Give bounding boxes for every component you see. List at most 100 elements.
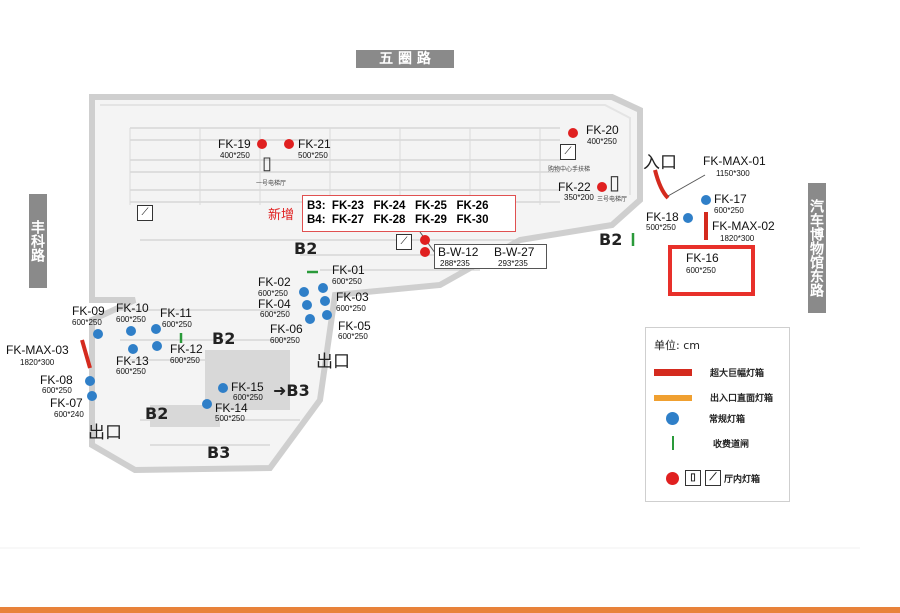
elevator-icon: ▯ <box>262 153 272 173</box>
new-label: 新增 <box>268 208 295 223</box>
fk-10-code: FK-10 <box>116 301 149 315</box>
fk-14-code: FK-14 <box>215 401 248 415</box>
fk-11-size: 600*250 <box>162 320 192 329</box>
footer-bar <box>0 607 900 613</box>
legend-regular-swatch <box>666 412 679 425</box>
fk-09-marker <box>93 329 103 339</box>
fk-04-code: FK-04 <box>258 297 291 311</box>
entrance-label: 入口 <box>643 153 677 173</box>
fk-01-marker <box>318 283 328 293</box>
fk-17-code: FK-17 <box>714 192 747 206</box>
legend-regular-label: 常规灯箱 <box>709 414 746 424</box>
fk-max-02-size: 1820*300 <box>720 234 755 243</box>
fk-21-marker <box>284 139 294 149</box>
fk-13-code: FK-13 <box>116 354 149 368</box>
elevator3-label: 三号电梯厅 <box>597 197 628 203</box>
fk-08-size: 600*250 <box>42 386 72 395</box>
fk-20-size: 400*250 <box>587 137 617 146</box>
bw-27-marker <box>420 247 430 257</box>
fk-20-marker <box>568 128 578 138</box>
legend-gate-label: 收费道闸 <box>713 438 750 449</box>
fk-12-size: 600*250 <box>170 356 200 365</box>
elevator-legend-icon: ▯ <box>685 470 701 486</box>
elevator-icon-2: ▯ <box>609 172 621 194</box>
fk-15-size: 600*250 <box>233 393 263 402</box>
fk-11-marker <box>151 324 161 334</box>
legend-max: 超大巨幅灯箱 <box>654 366 764 379</box>
fk-19-size: 400*250 <box>220 151 250 160</box>
fk-07-code: FK-07 <box>50 396 83 410</box>
fk-11-code: FK-11 <box>160 306 192 320</box>
fk-16-highlight <box>668 245 755 296</box>
road-north: 五 圈 路 <box>356 50 454 68</box>
fk-01-size: 600*250 <box>332 277 362 286</box>
fk-10-size: 600*250 <box>116 315 146 324</box>
fk-03-code: FK-03 <box>336 290 369 304</box>
new-box-row1: B3: FK-23 FK-24 FK-25 FK-26 <box>307 200 489 212</box>
fk-22-code: FK-22 <box>558 180 591 194</box>
elevator2-label: 购物中心手扶梯 <box>548 167 591 173</box>
new-box-row2: B4: FK-27 FK-28 FK-29 FK-30 <box>307 214 489 226</box>
bw-12-marker <box>420 235 430 245</box>
fk-22-marker <box>597 182 607 192</box>
fk-18-marker <box>683 213 693 223</box>
legend-hall-swatch <box>666 471 679 485</box>
fk-20-code: FK-20 <box>586 123 619 137</box>
fk-max-03-size: 1820*300 <box>20 358 55 367</box>
fk-max-03-code: FK-MAX-03 <box>6 343 69 357</box>
escalator-legend-icon: ⟋ <box>705 470 721 486</box>
road-east: 汽车博物馆东路 <box>808 183 826 313</box>
fk-08-code: FK-08 <box>40 373 73 387</box>
new-box: B3: FK-23 FK-24 FK-25 FK-26 B4: FK-27 FK… <box>302 195 516 232</box>
fk-04-size: 600*250 <box>260 310 290 319</box>
fk-max-01-code: FK-MAX-01 <box>703 154 766 168</box>
exit-label-mid: 出口 <box>316 352 350 372</box>
elevator1-label: 一号电梯厅 <box>256 181 287 187</box>
fk-14-size: 500*250 <box>215 414 245 423</box>
legend-max-swatch <box>654 369 692 376</box>
fk-22-size: 350*200 <box>564 193 594 202</box>
level-b2-mid: B2 <box>212 329 236 348</box>
fk-max-02-code: FK-MAX-02 <box>712 219 775 233</box>
legend-hall: ▯ ⟋ 厅内灯箱 <box>654 470 760 486</box>
fk-18-size: 500*250 <box>646 223 676 232</box>
level-b2-bottom: B2 <box>145 404 169 423</box>
fk-18-code: FK-18 <box>646 210 679 224</box>
fk-08-marker <box>85 376 95 386</box>
legend-gate: 收费道闸 <box>654 436 749 450</box>
bw-box: B-W-12 288*235 B-W-27 293*235 <box>434 244 547 269</box>
legend-entry-swatch <box>654 394 692 401</box>
fk-19-marker <box>257 139 267 149</box>
level-b2-top: B2 <box>294 239 318 258</box>
legend-entry-label: 出入口直面灯箱 <box>710 393 774 403</box>
fk-03-marker <box>320 296 330 306</box>
fk-17-size: 600*250 <box>714 206 744 215</box>
bw-12-code: B-W-12 <box>438 245 479 259</box>
fk-13-marker <box>128 344 138 354</box>
bw-27-code: B-W-27 <box>494 245 535 259</box>
fk-03-size: 600*250 <box>336 304 366 313</box>
fk-21-code: FK-21 <box>298 137 331 151</box>
fk-15-code: FK-15 <box>231 380 264 394</box>
fk-15-marker <box>218 383 228 393</box>
fk-14-marker <box>202 399 212 409</box>
fk-16-code: FK-16 <box>686 251 719 265</box>
legend-unit: 单位: cm <box>654 339 700 352</box>
fk-09-code: FK-09 <box>72 304 105 318</box>
level-b3-bottom: B3 <box>207 443 231 462</box>
fk-16-size: 600*250 <box>686 266 716 275</box>
escalator-icon-2: ⟋ <box>560 144 576 160</box>
escalator-icon: ⟋ <box>137 205 153 221</box>
fk-10-marker <box>126 326 136 336</box>
escalator-icon-3: ⟋ <box>396 234 412 250</box>
fk-05-size: 600*250 <box>338 332 368 341</box>
legend-max-label: 超大巨幅灯箱 <box>710 368 765 378</box>
fk-21-size: 500*250 <box>298 151 328 160</box>
fk-max-01-size: 1150*300 <box>716 169 750 178</box>
fk-13-size: 600*250 <box>116 367 146 376</box>
fk-02-size: 600*250 <box>258 289 288 298</box>
fk-max-03-bar <box>80 339 92 369</box>
legend: 单位: cm 超大巨幅灯箱 出入口直面灯箱 常规灯箱 收费道闸 ▯ ⟋ 厅内灯箱 <box>645 327 790 502</box>
fk-05-marker <box>322 310 332 320</box>
fk-04-marker <box>302 300 312 310</box>
